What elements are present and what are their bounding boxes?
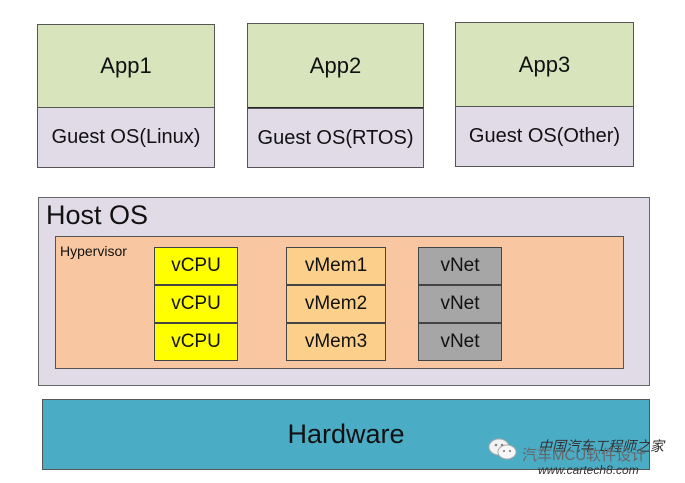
host-os-title: Host OS: [46, 200, 149, 230]
vm3-app-label: App3: [518, 51, 571, 77]
vcpu-3-label: vCPU: [171, 331, 221, 352]
vm3-app-box: App3: [455, 22, 634, 107]
vcpu-1-label: vCPU: [171, 255, 221, 276]
vnet-2-box: vNet: [418, 285, 502, 323]
watermark-line3: www.cartech8.com: [538, 463, 639, 477]
vmem-1-label: vMem1: [304, 255, 368, 276]
hardware-label: Hardware: [287, 419, 405, 449]
vmem-3-box: vMem3: [286, 323, 386, 361]
hypervisor-title: Hypervisor: [60, 243, 127, 259]
vnet-3-label: vNet: [440, 331, 480, 352]
watermark-line1: 中国汽车工程师之家: [538, 439, 664, 455]
vm2-app-label: App2: [309, 52, 362, 78]
vmem-2-label: vMem2: [304, 293, 368, 314]
vm2-app-box: App2: [247, 23, 424, 109]
vmem-2-box: vMem2: [286, 285, 386, 323]
vm1-app-label: App1: [100, 53, 152, 78]
vcpu-2-label: vCPU: [171, 293, 221, 314]
vm2-guest-os-label: Guest OS(RTOS): [257, 126, 414, 149]
vmem-3-label: vMem3: [304, 331, 368, 352]
vm1-guest-os-label: Guest OS(Linux): [51, 126, 201, 148]
vcpu-2-box: vCPU: [154, 285, 238, 323]
vnet-1-label: vNet: [440, 255, 480, 276]
vcpu-3-box: vCPU: [154, 323, 238, 361]
vmem-1-box: vMem1: [286, 247, 386, 285]
vm3-guest-os-label: Guest OS(Other): [468, 125, 621, 147]
vm1-app-box: App1: [37, 24, 215, 108]
vm3-guest-os-box: Guest OS(Other): [455, 106, 634, 167]
vnet-3-box: vNet: [418, 323, 502, 361]
wechat-logo-icon: [488, 437, 518, 466]
watermark-line2: 汽车MCU软件设计: [522, 447, 647, 464]
vcpu-1-box: vCPU: [154, 247, 238, 285]
hardware-box: Hardware: [42, 399, 650, 470]
vnet-2-label: vNet: [440, 293, 480, 314]
vm1-guest-os-box: Guest OS(Linux): [37, 107, 215, 168]
vm2-guest-os-box: Guest OS(RTOS): [247, 108, 424, 168]
vnet-1-box: vNet: [418, 247, 502, 285]
